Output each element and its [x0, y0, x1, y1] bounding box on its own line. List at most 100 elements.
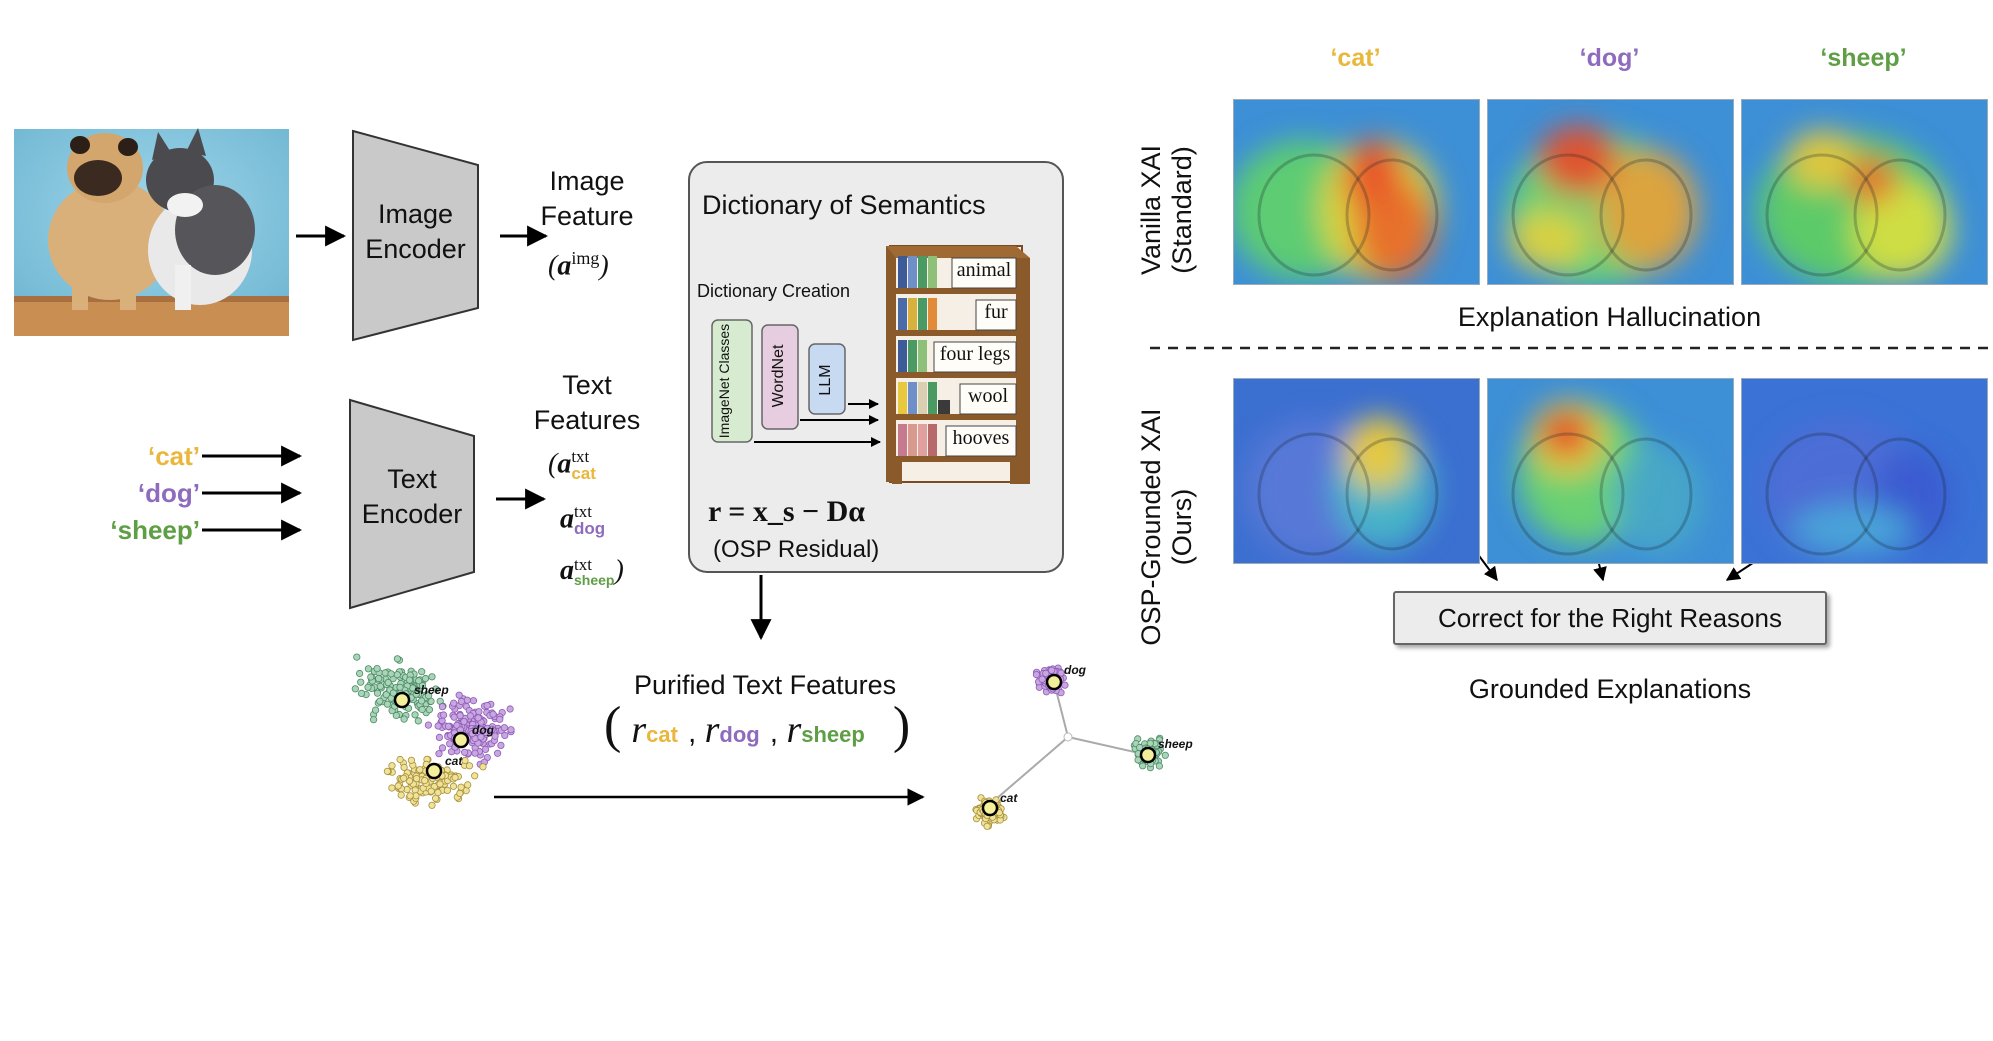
cat-entangled-point — [443, 786, 451, 795]
cat-entangled-point — [400, 763, 408, 772]
dog-entangled-point — [483, 701, 491, 710]
dog-entangled-point — [481, 745, 490, 754]
cat-entangled-point — [406, 792, 414, 800]
dictionary-creation-label: Dictionary Creation — [697, 281, 851, 301]
cat-silhouette — [1599, 437, 1693, 551]
dog-entangled-point — [496, 715, 504, 723]
heatmap-activation — [1538, 125, 1618, 195]
dog-entangled-point — [446, 740, 454, 748]
sheep-entangled-point — [351, 685, 359, 693]
dog-entangled-point — [474, 714, 482, 722]
sheep-entangled-point — [393, 671, 401, 679]
pug-silhouette — [1257, 153, 1371, 277]
heatmap-activation — [1542, 412, 1590, 456]
dog-entangled-point — [463, 696, 471, 704]
pug-silhouette — [1765, 432, 1879, 556]
heatmap-activation — [1852, 180, 1952, 280]
dog-purified-point — [1038, 675, 1046, 683]
cat-entangled-point — [400, 774, 408, 782]
cat-entangled-point — [436, 780, 444, 788]
sheep-purified-point — [1155, 762, 1164, 770]
image-feature-line2: Feature — [540, 201, 634, 232]
cat-entangled-point — [383, 767, 391, 775]
heatmap-vanilla-sheep — [1741, 99, 1988, 285]
text-encoder-label: Text Encoder — [350, 462, 474, 532]
heatmap-activation — [1847, 155, 1897, 205]
cat-silhouette — [1599, 158, 1693, 272]
image-encoder-line2: Encoder — [365, 234, 466, 265]
cat-entangled-point — [416, 766, 424, 774]
sheep-entangled-point — [376, 697, 384, 705]
dog-entangled-point — [450, 713, 458, 721]
sheep-entangled-point — [383, 700, 391, 708]
source-llm-label: LLM — [817, 364, 834, 396]
pug-silhouette — [1511, 432, 1625, 556]
cat-silhouette — [1853, 437, 1947, 551]
dog-entangled-point — [455, 691, 463, 699]
image-feature-symbol: (aimg) — [548, 248, 609, 282]
sheep-entangled-point — [353, 653, 361, 661]
cat-entangled-point — [456, 789, 464, 798]
dog-purified-point — [1057, 669, 1065, 677]
shelf-label-hooves: hooves — [952, 427, 1010, 449]
sheep-entangled-point — [411, 711, 419, 719]
sheep-entangled-point — [417, 697, 426, 705]
cat-entangled-point — [427, 787, 435, 795]
grounded-caption: Grounded Explanations — [1468, 674, 1752, 704]
cat-entangled-point — [461, 756, 469, 765]
source-wordnet-label: WordNet — [770, 344, 787, 408]
cat-purified-point — [983, 822, 991, 830]
sheep-entangled-point — [428, 673, 436, 681]
dog-purified-point — [1042, 669, 1050, 678]
sheep-entangled-point — [373, 689, 382, 697]
sheep-entangled-point — [396, 683, 404, 691]
cat-entangled-point — [388, 762, 396, 770]
dog-entangled-point — [438, 744, 447, 752]
cat-entangled-point — [451, 773, 459, 782]
sheep-entangled-point — [421, 674, 430, 683]
heatmap-activation — [1354, 180, 1434, 280]
sheep-entangled-point — [405, 676, 414, 684]
sheep-entangled-point — [357, 678, 365, 686]
dog-entangled-point — [491, 732, 499, 740]
sheep-entangled-point — [425, 706, 433, 714]
dog-entangled-point — [456, 711, 464, 720]
heatmap-activation — [1344, 416, 1414, 492]
shelf-label-wool: wool — [968, 385, 1008, 407]
source-imagenet-label: ImageNet Classes — [716, 323, 732, 439]
purified-title: Purified Text Features — [634, 670, 897, 700]
sheep-entangled-point — [364, 683, 372, 691]
shelf-label-four-legs: four legs — [939, 343, 1011, 365]
text-features-label: Text Features — [520, 368, 654, 438]
dog-entangled-point — [438, 703, 446, 711]
column-header-sheep: ‘sheep’ — [1820, 44, 1907, 72]
cat-entangled-point — [407, 756, 415, 764]
sheep-entangled-centroid-label: sheep — [414, 683, 449, 697]
dog-entangled-centroid — [452, 731, 470, 749]
heatmap-grounded-sheep — [1741, 378, 1988, 564]
sheep-purified-point — [1146, 739, 1154, 747]
correct-reasons-label: Correct for the Right Reasons — [1438, 602, 1782, 633]
class-label-dog: ‘dog’ — [137, 478, 200, 508]
heatmap-vanilla-dog — [1487, 99, 1734, 285]
sheep-entangled-point — [373, 664, 381, 673]
sheep-entangled-point — [404, 704, 413, 712]
cat-entangled-point — [412, 792, 420, 800]
sheep-entangled-point — [392, 711, 400, 720]
text-features-line2: Features — [533, 405, 641, 436]
sheep-purified-point — [1161, 751, 1169, 759]
cat-entangled-point — [396, 755, 404, 764]
pug-silhouette — [1765, 153, 1879, 277]
cat-silhouette — [1853, 158, 1947, 272]
heatmap-grounded-cat — [1233, 378, 1480, 564]
vanilla-caption: Explanation Hallucination — [1457, 302, 1762, 332]
cat-entangled-point — [457, 783, 465, 791]
cat-entangled-point — [428, 801, 436, 809]
dog-purified-centroid — [1045, 673, 1063, 691]
text-encoder-line2: Encoder — [361, 499, 463, 530]
dog-entangled-point — [460, 748, 469, 756]
heatmap-activation — [1792, 504, 1912, 554]
shelf-label-fur: fur — [984, 301, 1008, 323]
source-llm-box — [808, 343, 846, 415]
